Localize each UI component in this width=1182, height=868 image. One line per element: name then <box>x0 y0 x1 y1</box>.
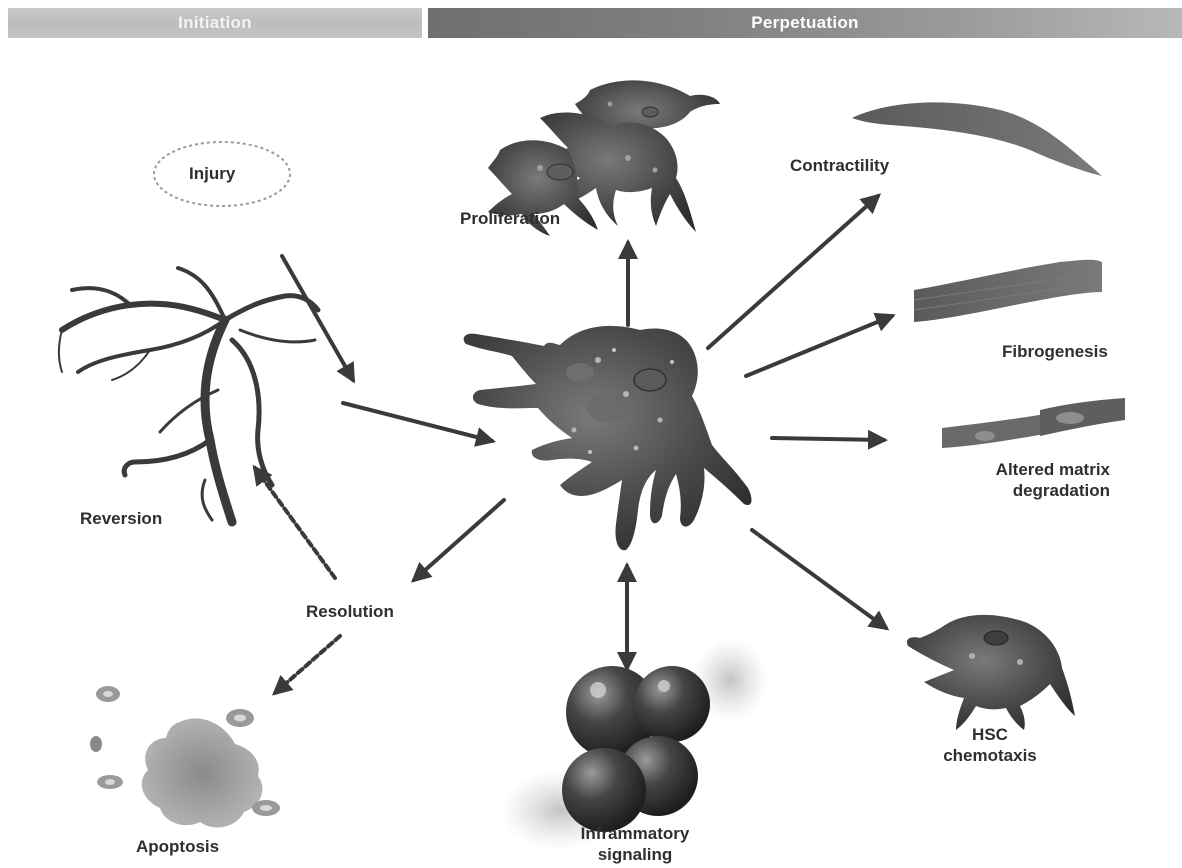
inflammatory-signaling-label: Inframmatory signaling <box>555 823 715 865</box>
arrow-resolution-to-reversion <box>255 468 335 578</box>
inflammatory-cells-illustration <box>500 638 768 850</box>
proliferation-label: Proliferation <box>460 208 560 229</box>
arrow-injury-to-hsc <box>282 256 353 380</box>
altered-matrix-label-line1: Altered matrix <box>980 459 1110 480</box>
reversion-label: Reversion <box>80 508 162 529</box>
arrow-resolution-to-apoptosis <box>275 636 340 693</box>
contractility-cell-illustration <box>852 102 1102 176</box>
activated-stellate-cell-illustration <box>464 326 752 550</box>
altered-matrix-label-line2: degradation <box>980 480 1110 501</box>
contractility-label: Contractility <box>790 155 889 176</box>
arrow-to-resolution <box>414 500 504 580</box>
hsc-chemotaxis-label-line2: chemotaxis <box>930 745 1050 766</box>
fibrogenesis-label: Fibrogenesis <box>1002 341 1108 362</box>
arrow-to-central-cell <box>343 403 492 441</box>
arrow-to-fibrogenesis <box>746 316 892 376</box>
hsc-chemotaxis-label-line1: HSC <box>930 724 1050 745</box>
inflammatory-label-line2: signaling <box>555 844 715 865</box>
inflammatory-label-line1: Inframmatory <box>555 823 715 844</box>
apoptosis-label: Apoptosis <box>136 836 219 857</box>
fibrogenesis-fiber-illustration <box>914 260 1102 322</box>
hsc-chemotaxis-label: HSC chemotaxis <box>930 724 1050 766</box>
resolution-label: Resolution <box>306 601 394 622</box>
altered-matrix-label: Altered matrix degradation <box>980 459 1110 501</box>
apoptosis-illustration <box>90 686 280 827</box>
injury-label: Injury <box>189 163 235 184</box>
arrow-to-chemotaxis <box>752 530 886 628</box>
matrix-degradation-illustration <box>942 398 1125 448</box>
arrow-to-contractility <box>708 196 878 348</box>
chemotaxis-cell-illustration <box>907 615 1075 730</box>
arrow-to-matrix-degradation <box>772 438 884 440</box>
quiescent-cell-illustration <box>59 268 318 522</box>
